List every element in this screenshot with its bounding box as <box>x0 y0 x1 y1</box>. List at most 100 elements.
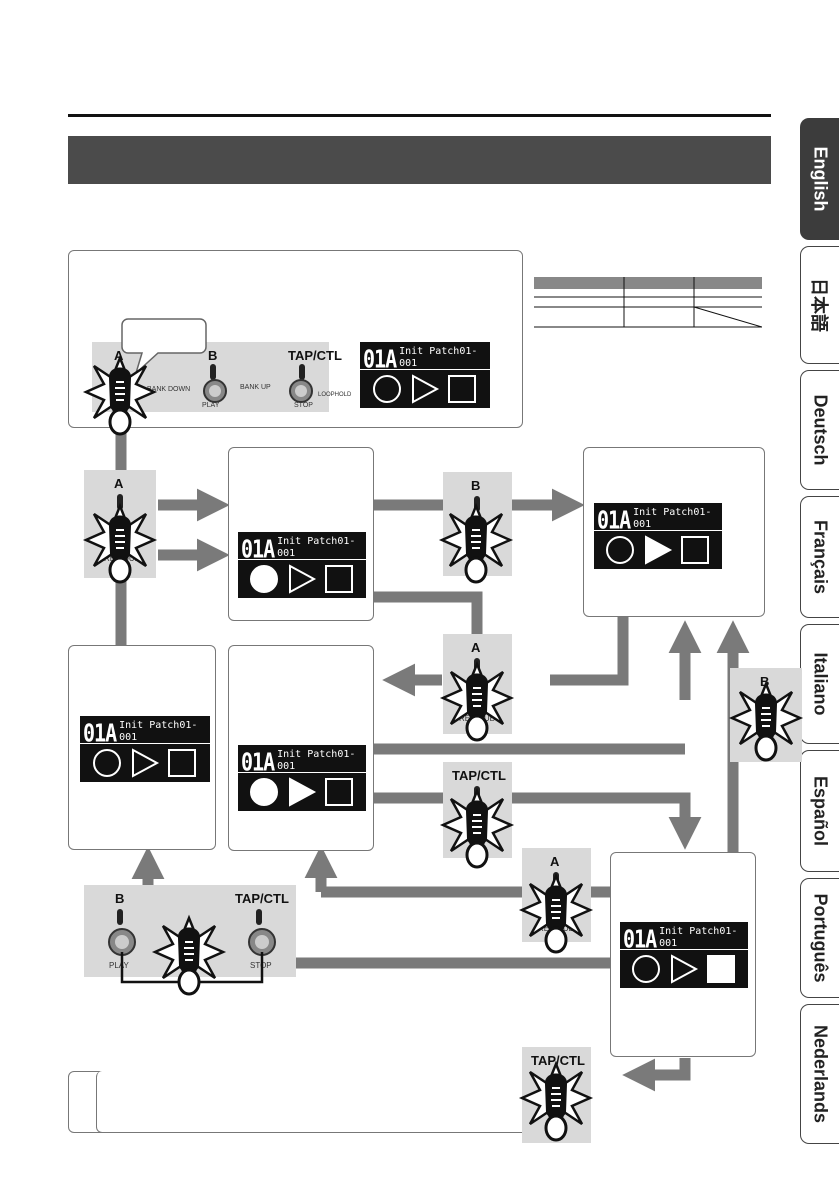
pedal-tap-tile[interactable]: TAP/CTL <box>522 1047 591 1143</box>
rec-dub-label: REC/DUB <box>459 714 496 723</box>
pedal-a-label: A <box>550 854 560 869</box>
led-indicator <box>117 909 123 925</box>
led-indicator <box>474 496 480 512</box>
stop-icon-active <box>707 954 735 983</box>
footswitch-icon[interactable] <box>286 376 316 406</box>
patch-name: Init Patch01-001 <box>659 926 738 949</box>
rec-icon-active <box>250 564 278 593</box>
arrow-down <box>512 792 702 850</box>
play-icon-active <box>289 777 317 807</box>
patch-name: Init Patch01-001 <box>277 536 356 559</box>
tab-portugues[interactable]: Português <box>800 878 839 998</box>
patch-number: 01A <box>363 343 397 374</box>
rec-icon-active <box>250 777 278 806</box>
pedal-a-label: A <box>114 476 124 491</box>
play-icon <box>412 374 440 404</box>
led-indicator <box>474 786 480 802</box>
stop-label: STOP <box>294 402 313 409</box>
pedal-b-label: B <box>208 348 218 363</box>
pedal-tap-label: TAP/CTL <box>235 891 289 906</box>
tab-francais[interactable]: Français <box>800 496 839 618</box>
rec-icon <box>606 535 634 564</box>
speech-bubble <box>121 318 207 376</box>
play-icon <box>671 954 699 984</box>
led-indicator <box>117 494 123 510</box>
pedal-a-tile[interactable]: A REC/DUB <box>84 470 156 578</box>
transport-icons <box>606 535 709 565</box>
pedal-b-label: B <box>471 478 481 493</box>
transport-icons <box>250 564 353 594</box>
pedal-tap-label: TAP/CTL <box>288 348 342 363</box>
transport-icons <box>93 748 196 778</box>
status-table <box>534 277 762 328</box>
stop-icon <box>325 564 353 593</box>
stop-icon <box>325 777 353 806</box>
tab-nederlands[interactable]: Nederlands <box>800 1004 839 1144</box>
play-icon <box>132 748 160 778</box>
tab-deutsch[interactable]: Deutsch <box>800 370 839 490</box>
pedal-a-tile[interactable]: A REC/DUB <box>443 634 512 734</box>
led-indicator <box>553 872 559 888</box>
transport-icons <box>250 777 353 807</box>
patch-name: Init Patch01-001 <box>119 720 198 743</box>
stop-icon <box>168 748 196 777</box>
bank-down-label: BANK DOWN <box>147 386 191 393</box>
both-press-bracket <box>120 952 264 984</box>
led-indicator <box>299 364 305 380</box>
pedal-b-label: B <box>760 674 770 689</box>
patch-name: Init Patch01-001 <box>277 749 356 772</box>
patch-name: Init Patch01-001 <box>633 507 712 530</box>
play-label: PLAY <box>109 961 129 970</box>
play-icon-active <box>645 535 673 565</box>
rec-dub-label: REC/DUB <box>104 554 141 563</box>
pedal-a-tile[interactable]: A REC/DUB <box>522 848 591 942</box>
transport-icons <box>632 954 735 984</box>
transport-icons <box>373 374 476 404</box>
led-indicator <box>763 692 769 708</box>
section-title-bar <box>68 136 771 184</box>
pedal-a-label: A <box>114 348 124 363</box>
stop-icon <box>681 535 709 564</box>
patch-number: 01A <box>241 746 275 777</box>
patch-number: 01A <box>241 533 275 564</box>
led-indicator <box>256 909 262 925</box>
header-rule <box>68 114 771 117</box>
rec-icon <box>373 374 401 403</box>
pedal-a-label: A <box>471 640 481 655</box>
pedal-tap-label: TAP/CTL <box>531 1053 585 1068</box>
footswitch-icon[interactable] <box>244 925 280 959</box>
led-indicator <box>553 1071 559 1087</box>
play-icon <box>289 564 317 594</box>
arrow-left <box>622 1058 691 1092</box>
tab-japanese[interactable]: 日本語 <box>800 246 839 364</box>
footswitch-icon[interactable] <box>200 376 230 406</box>
led-indicator <box>210 364 216 380</box>
patch-name: Init Patch01-001 <box>399 346 478 369</box>
patch-number: 01A <box>83 717 117 748</box>
led-indicator <box>474 658 480 674</box>
stop-icon <box>448 374 476 403</box>
connector-line <box>374 591 483 640</box>
note-box-inner <box>96 1071 590 1133</box>
connector-line <box>550 615 629 686</box>
pedal-tap-tile[interactable]: TAP/CTL <box>443 762 512 858</box>
pedal-b-tile[interactable]: B <box>730 668 802 762</box>
bank-up-label: BANK UP <box>240 384 271 391</box>
tab-english[interactable]: English <box>800 118 839 240</box>
rec-icon <box>632 954 660 983</box>
play-label: PLAY <box>202 402 220 409</box>
tab-espanol[interactable]: Español <box>800 750 839 872</box>
pedal-tap-label: TAP/CTL <box>452 768 506 783</box>
loophold-label: LOOPHOLD <box>318 392 352 398</box>
pedal-b-tile[interactable]: B <box>443 472 512 576</box>
rec-icon <box>93 748 121 777</box>
patch-number: 01A <box>597 504 631 535</box>
patch-number: 01A <box>623 923 657 954</box>
pedal-b-label: B <box>115 891 125 906</box>
